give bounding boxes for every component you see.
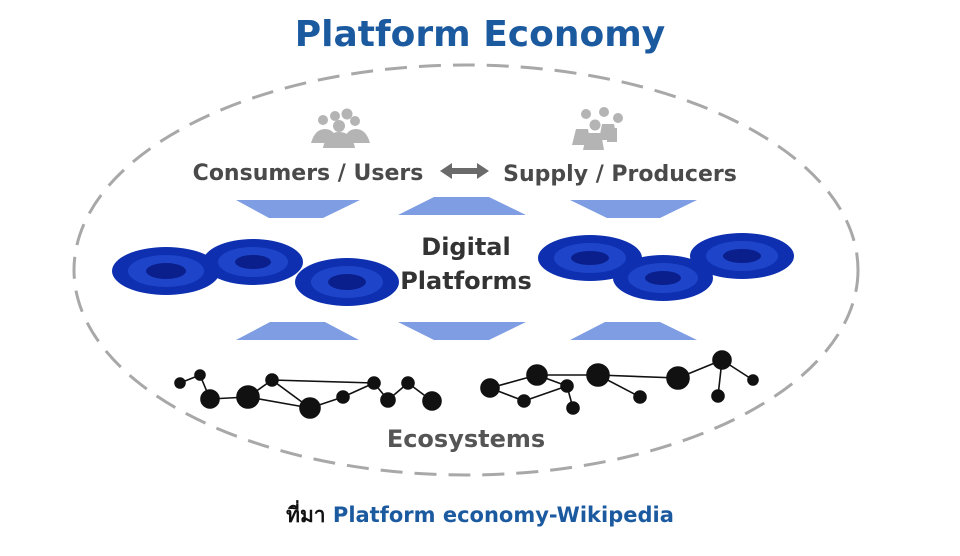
down-arrow-center [398,322,526,340]
network-graph-right [480,350,759,415]
platforms-label-line2: Platforms [400,267,532,295]
ecosystem-boundary [72,63,860,477]
producers-label: Supply / Producers [503,162,737,187]
down-arrow-right [570,200,697,218]
network-graph-left [174,369,442,419]
platform-disc-right-2 [613,255,713,301]
group-of-people-icon [311,108,370,148]
down-arrow-left [236,200,360,218]
platform-disc-left-3 [295,258,399,306]
source-link[interactable]: Platform economy-Wikipedia [332,503,674,527]
page-title: Platform Economy [294,14,666,55]
platform-disc-left-2 [203,239,303,285]
consumers-label: Consumers / Users [193,161,424,186]
source-credit: ที่มา Platform economy-Wikipedia [0,499,960,532]
platforms-label-line1: Digital [421,233,510,261]
double-arrow-icon [440,163,489,179]
ecosystems-label: Ecosystems [387,425,545,453]
producers-group-icon [572,107,623,150]
source-prefix: ที่มา [286,503,326,527]
up-arrow-right [570,322,697,340]
platform-disc-right-1 [538,235,642,281]
up-arrow-left [236,322,359,340]
platform-disc-left-1 [112,247,220,295]
up-arrow-center [398,197,526,215]
platform-disc-right-3 [690,233,794,279]
